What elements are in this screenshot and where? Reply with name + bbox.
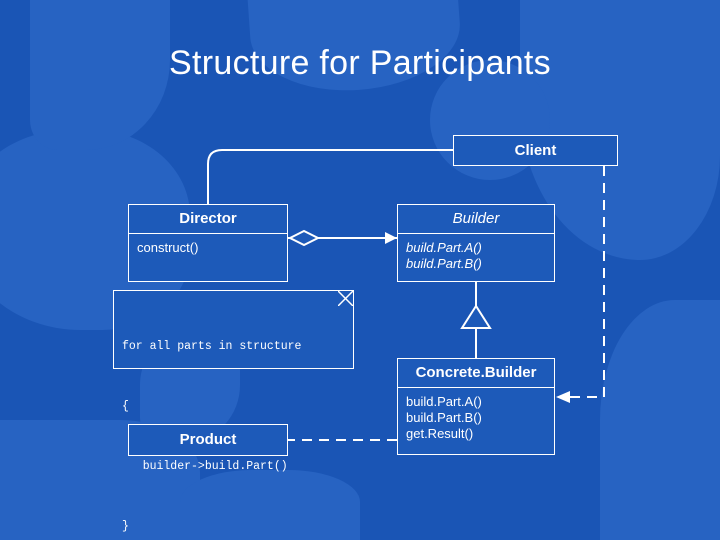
uml-note-construct-body[interactable]: for all parts in structure { builder->bu… xyxy=(113,290,354,533)
aggregation-diamond xyxy=(287,229,321,247)
uml-class-concretebuilder-method-buildpartb: build.Part.B() xyxy=(406,410,482,425)
uml-class-separator xyxy=(398,387,554,388)
uml-class-builder-name: Builder xyxy=(452,210,500,227)
uml-class-director-method-construct: construct() xyxy=(137,240,199,255)
uml-class-product[interactable]: Product xyxy=(128,424,288,456)
generalization-triangle xyxy=(460,304,492,329)
background-decoration-shape xyxy=(600,300,720,540)
uml-class-director-name: Director xyxy=(179,210,237,227)
uml-class-separator xyxy=(129,233,287,234)
uml-class-separator xyxy=(398,233,554,234)
connector-client-concretebuilder xyxy=(568,166,605,398)
uml-class-client[interactable]: Client xyxy=(453,135,618,166)
page-title: Structure for Participants xyxy=(169,44,551,82)
uml-note-line-3: builder->build.Part() xyxy=(122,460,288,473)
uml-note-line-2: { xyxy=(122,400,129,413)
note-folded-corner-icon xyxy=(338,291,353,306)
uml-class-director[interactable]: Director construct() xyxy=(128,204,288,282)
uml-class-concretebuilder-method-buildparta: build.Part.A() xyxy=(406,394,482,409)
uml-class-builder-method-buildpartb: build.Part.B() xyxy=(406,256,482,271)
uml-note-line-1: for all parts in structure xyxy=(122,340,302,353)
uml-note-line-4: } xyxy=(122,520,129,533)
uml-class-client-name: Client xyxy=(514,142,557,159)
uml-class-product-name: Product xyxy=(179,431,237,448)
uml-class-concretebuilder-method-getresult: get.Result() xyxy=(406,426,474,441)
uml-class-concretebuilder[interactable]: Concrete.Builder build.Part.A() build.Pa… xyxy=(397,358,555,455)
uml-class-builder[interactable]: Builder build.Part.A() build.Part.B() xyxy=(397,204,555,282)
uml-class-concretebuilder-name: Concrete.Builder xyxy=(415,364,537,381)
arrowhead-concretebuilder-left xyxy=(556,391,570,403)
arrowhead-builder xyxy=(385,232,397,244)
connector-client-director xyxy=(207,149,453,204)
uml-class-builder-method-buildparta: build.Part.A() xyxy=(406,240,482,255)
